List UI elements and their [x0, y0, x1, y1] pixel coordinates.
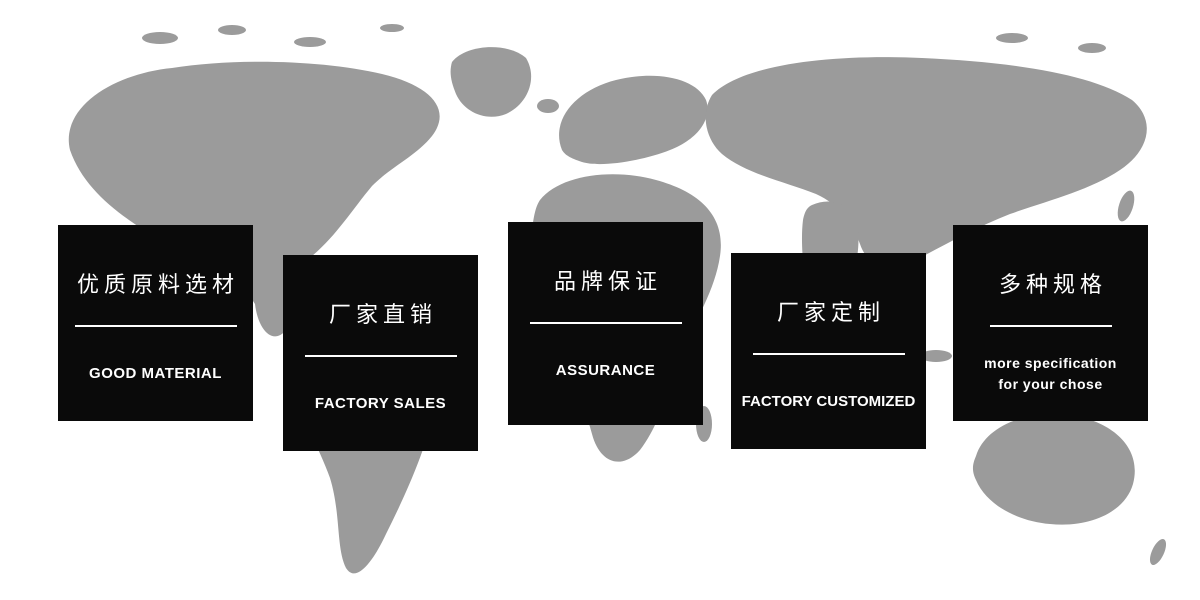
feature-title-cn: 优质原料选材 [76, 272, 239, 297]
island-shape [996, 33, 1028, 43]
continent-europe [559, 75, 708, 165]
feature-title-cn: 多种规格 [998, 272, 1107, 297]
feature-card-factory-sales: 厂家直销 FACTORY SALES [283, 255, 478, 451]
feature-title-cn: 厂家直销 [328, 302, 437, 327]
island-shape [142, 32, 178, 44]
feature-card-factory-customized: 厂家定制 FACTORY CUSTOMIZED [731, 253, 926, 449]
island-shape [1078, 43, 1106, 53]
divider-line [529, 322, 682, 324]
feature-card-good-material: 优质原料选材 GOOD MATERIAL [58, 225, 253, 421]
island-shape [1149, 539, 1167, 565]
feature-subtitle-en: more specification for your chose [984, 355, 1117, 392]
continent-australia [972, 413, 1135, 525]
island-shape [380, 24, 404, 32]
island-shape [537, 99, 559, 113]
feature-title-cn: 品牌保证 [553, 269, 662, 294]
continent-asia [705, 57, 1147, 267]
island-shape [920, 350, 952, 362]
island-shape [218, 25, 246, 35]
feature-subtitle-en: GOOD MATERIAL [89, 365, 222, 382]
feature-card-more-specification: 多种规格 more specification for your chose [953, 225, 1148, 421]
divider-line [989, 325, 1112, 327]
feature-subtitle-en: FACTORY CUSTOMIZED [741, 393, 916, 410]
island-shape [1117, 190, 1135, 222]
continent-north-america [68, 61, 440, 337]
divider-line [74, 325, 237, 327]
divider-line [752, 353, 905, 355]
feature-card-assurance: 品牌保证 ASSURANCE [508, 222, 703, 425]
feature-title-cn: 厂家定制 [776, 300, 885, 325]
island-shape [294, 37, 326, 47]
feature-subtitle-en: FACTORY SALES [314, 395, 447, 412]
feature-subtitle-en: ASSURANCE [555, 362, 656, 379]
island-greenland [450, 47, 532, 117]
divider-line [304, 355, 457, 357]
